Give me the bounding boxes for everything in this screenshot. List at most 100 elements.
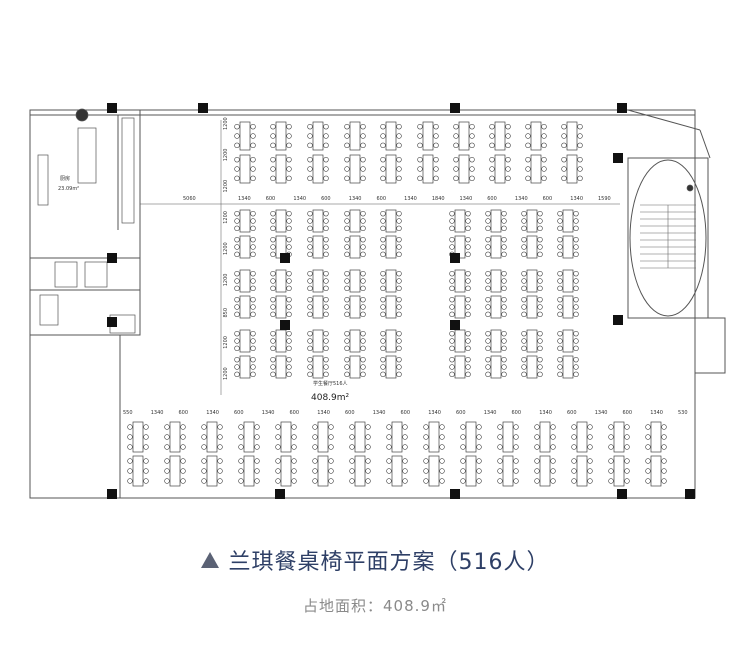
table-with-chairs (525, 121, 547, 151)
dim-label-bottom: 1340 (595, 410, 608, 416)
dim-label-left: 850 (223, 308, 229, 318)
table-with-chairs (460, 421, 482, 453)
dim-label-bottom: 600 (179, 410, 189, 416)
table-with-chairs (417, 154, 439, 184)
table-with-chairs (485, 269, 507, 293)
left-span-label: 5060 (183, 196, 196, 202)
column (107, 103, 117, 113)
table-with-chairs (275, 421, 297, 453)
table-with-chairs (201, 421, 223, 453)
dim-label-top: 600 (321, 196, 331, 202)
walls (29, 109, 726, 499)
dim-label-bottom: 600 (567, 410, 577, 416)
table-with-chairs (449, 355, 471, 379)
table-with-chairs (344, 355, 366, 379)
dim-label-bottom: 600 (345, 410, 355, 416)
table-with-chairs (449, 295, 471, 319)
dim-label-left: 1200 (223, 211, 229, 224)
table-with-chairs (521, 209, 543, 233)
table-with-chairs (449, 209, 471, 233)
dim-label-top: 1840 (432, 196, 445, 202)
dim-label-top: 600 (543, 196, 553, 202)
table-with-chairs (485, 209, 507, 233)
table-with-chairs (386, 421, 408, 453)
table-with-chairs (380, 209, 402, 233)
column (275, 489, 285, 499)
dim-label-left: 1200 (223, 274, 229, 287)
table-with-chairs (275, 455, 297, 487)
table-with-chairs (485, 329, 507, 353)
table-with-chairs (344, 329, 366, 353)
dim-label-top: 1340 (293, 196, 306, 202)
table-with-chairs (557, 269, 579, 293)
table-with-chairs (386, 455, 408, 487)
dim-label-top: 1340 (238, 196, 251, 202)
table-with-chairs (534, 455, 556, 487)
table-with-chairs (307, 355, 329, 379)
table-with-chairs (557, 295, 579, 319)
dim-label-bottom: 1340 (484, 410, 497, 416)
table-with-chairs (307, 154, 329, 184)
column (613, 153, 623, 163)
table-with-chairs (449, 269, 471, 293)
table-with-chairs (380, 235, 402, 259)
column (450, 253, 460, 263)
table-with-chairs (485, 235, 507, 259)
table-with-chairs (525, 154, 547, 184)
table-with-chairs (270, 295, 292, 319)
table-with-chairs (234, 154, 256, 184)
dim-label-top: 1340 (404, 196, 417, 202)
column (280, 253, 290, 263)
table-with-chairs (344, 295, 366, 319)
table-with-chairs (521, 235, 543, 259)
column (613, 315, 623, 325)
dim-label-bottom: 600 (401, 410, 411, 416)
column (107, 489, 117, 499)
dim-label-bottom: 600 (512, 410, 522, 416)
dim-label-bottom: 600 (234, 410, 244, 416)
table-with-chairs (270, 121, 292, 151)
table-with-chairs (423, 455, 445, 487)
table-with-chairs (270, 154, 292, 184)
dim-label-left: 1200 (223, 367, 229, 380)
table-with-chairs (312, 455, 334, 487)
table-with-chairs (234, 295, 256, 319)
table-with-chairs (497, 421, 519, 453)
table-with-chairs (645, 421, 667, 453)
dim-label-left: 1200 (223, 117, 229, 130)
dim-label-bottom: 1340 (206, 410, 219, 416)
dim-label-top: 1590 (598, 196, 611, 202)
table-with-chairs (380, 269, 402, 293)
table-with-chairs (608, 421, 630, 453)
table-with-chairs (380, 355, 402, 379)
kitchen-label: 厨房 (60, 175, 70, 182)
table-with-chairs (344, 154, 366, 184)
dim-label-top: 600 (376, 196, 386, 202)
plan-area-subtitle: 占地面积：408.9㎡ (303, 597, 447, 615)
table-with-chairs (307, 329, 329, 353)
column (107, 317, 117, 327)
dim-label-bottom: 600 (456, 410, 466, 416)
table-with-chairs (164, 421, 186, 453)
structural-columns (107, 103, 695, 499)
table-with-chairs (307, 295, 329, 319)
table-with-chairs (521, 329, 543, 353)
dim-label-bottom: 1340 (373, 410, 386, 416)
table-with-chairs (460, 455, 482, 487)
column (617, 489, 627, 499)
dim-label-bottom: 1340 (151, 410, 164, 416)
column (107, 253, 117, 263)
table-with-chairs (608, 455, 630, 487)
table-with-chairs (571, 421, 593, 453)
table-with-chairs (344, 209, 366, 233)
dim-label-left: 1200 (223, 242, 229, 255)
table-with-chairs (344, 235, 366, 259)
table-with-chairs (307, 209, 329, 233)
table-with-chairs (489, 154, 511, 184)
table-with-chairs (645, 455, 667, 487)
table-with-chairs (234, 209, 256, 233)
table-with-chairs (485, 355, 507, 379)
table-with-chairs (557, 209, 579, 233)
dim-label-left: 1200 (223, 149, 229, 162)
